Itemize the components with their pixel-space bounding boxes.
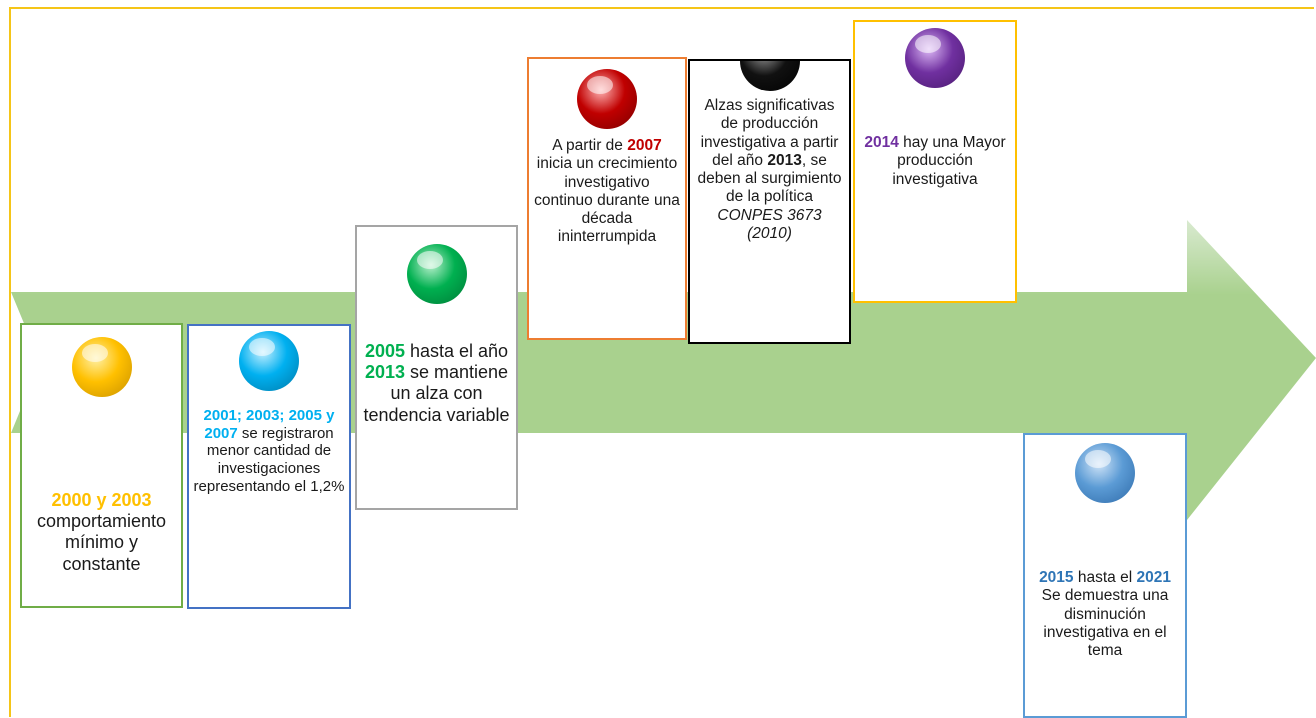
card-2014: 2014 hay una Mayor producción investigat… — [853, 20, 1017, 303]
card-years: 2001; 2003; 2005 y 2007 — [203, 407, 335, 442]
cyan-ball-icon — [239, 331, 299, 391]
card-year-end: 2013 — [364, 362, 405, 383]
card-year-end: 2021 — [1136, 569, 1171, 586]
card-text: hasta el año — [404, 341, 509, 361]
purple-ball-icon — [905, 28, 965, 88]
card-2005-2013: 2005 hasta el año 2013 se mantiene un al… — [355, 225, 518, 510]
card-text: hasta el — [1073, 569, 1137, 586]
card-year-start: 2015 — [1039, 569, 1074, 586]
blue-ball-icon — [1075, 443, 1135, 503]
black-ball-icon — [739, 61, 800, 91]
card-text: Alzas significativas de producción inves… — [700, 97, 839, 169]
card-2000-2003: 2000 y 2003 comportamiento mínimo y cons… — [20, 323, 183, 608]
card-text: hay una Mayor producción investigativa — [892, 134, 1006, 188]
card-text: A partir de — [552, 137, 628, 154]
card-text: Se demuestra una disminución investigati… — [1041, 587, 1169, 660]
card-year: 2007 — [627, 137, 662, 154]
card-2013: Alzas significativas de producción inves… — [688, 59, 851, 344]
card-2007: A partir de 2007 inicia un crecimiento i… — [527, 57, 687, 340]
green-ball-icon — [406, 244, 467, 304]
card-years: 2000 y 2003 — [51, 490, 152, 510]
card-year-start: 2005 — [364, 341, 405, 361]
red-ball-icon — [577, 69, 637, 129]
card-year: 2014 — [864, 134, 899, 151]
card-text: , se deben al surgimiento de la política — [697, 151, 842, 206]
yellow-ball-icon — [71, 337, 132, 397]
card-text: se mantiene un alza con tendencia variab… — [363, 362, 510, 425]
card-text: comportamiento mínimo y constante — [36, 511, 167, 574]
card-text: se registraron menor cantidad de investi… — [193, 424, 345, 495]
card-2015-2021: 2015 hasta el 2021 Se demuestra una dism… — [1023, 433, 1187, 718]
diagram-frame — [9, 7, 1314, 717]
card-text: inicia un crecimiento investigativo cont… — [534, 155, 680, 246]
card-2001-2007: 2001; 2003; 2005 y 2007 se registraron m… — [187, 324, 351, 609]
card-year: 2013 — [767, 151, 802, 169]
card-policy: CONPES 3673 (2010) — [717, 206, 822, 242]
